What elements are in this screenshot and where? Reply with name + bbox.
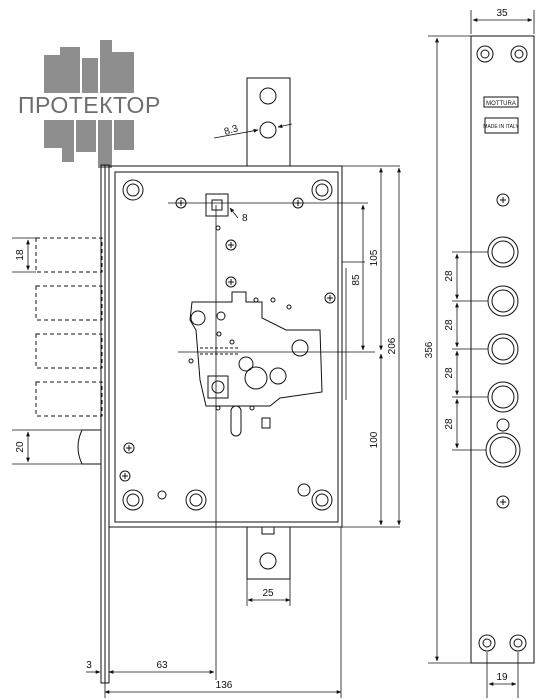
lock-case [108,165,343,528]
label-total-width: 136 [216,680,233,691]
label-bolt-spacing-4: 28 [444,418,455,430]
label-key-diameter: 8.3 [223,123,240,138]
label-strike-height: 356 [424,341,435,358]
label-tongue-width: 25 [262,588,274,599]
mechanism [188,291,323,437]
label-cam-lower: 100 [369,431,380,448]
label-bolt-spacing-2: 28 [444,319,455,331]
brand-name: MOTTURA [486,101,516,107]
bottom-tongue [246,526,291,580]
screw-icons [119,197,336,482]
label-case-height: 206 [387,337,398,354]
deadbolts [35,237,103,417]
city-skyline-icon [44,40,134,168]
label-faceplate-offset: 3 [86,660,92,671]
label-cam-upper-inner: 85 [351,274,362,286]
label-hole-bottom: 19 [496,672,508,683]
bottom-dimension-lines [86,527,342,698]
watermark-text: ПРОТЕКТОР [18,92,161,118]
label-bolt-spacing-1: 28 [444,270,455,282]
label-latch-height: 20 [15,441,26,453]
label-bolt-height: 18 [15,249,26,261]
latch [77,429,101,465]
label-pin-diameter: 8 [242,213,248,224]
label-bolt-spacing-3: 28 [444,367,455,379]
centre-lines [168,165,400,680]
key-diameter-callout [213,123,293,219]
spindle [205,193,229,231]
label-strike-width: 35 [496,8,508,19]
case-holes [122,179,333,511]
strike-plate [470,35,535,664]
strike-dimension-lines [428,10,535,698]
left-dimension-lines [12,237,82,465]
label-cam-upper: 105 [369,249,380,266]
top-tongue [246,77,291,166]
case-dimension-lines [345,167,401,526]
brand-origin: MADE IN ITALY [483,124,519,130]
label-backset: 63 [156,660,168,671]
